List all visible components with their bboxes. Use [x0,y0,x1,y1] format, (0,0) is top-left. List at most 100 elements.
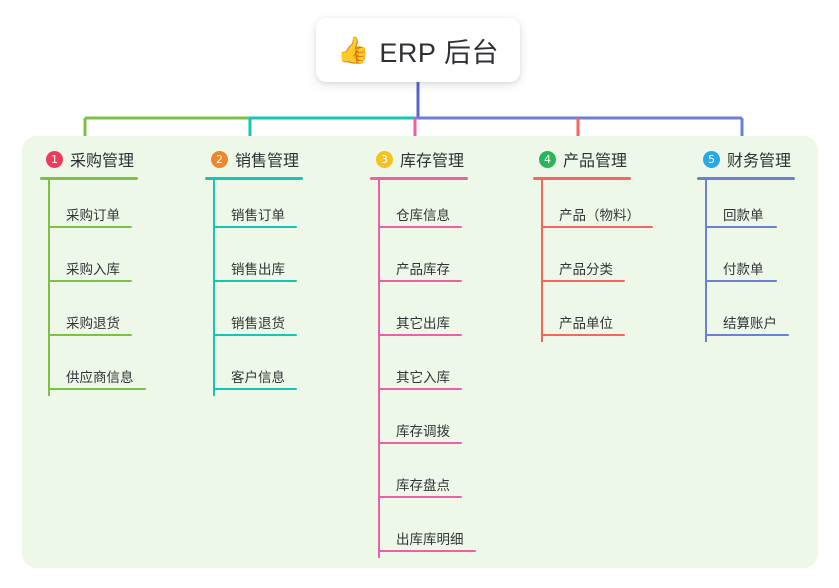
leaf-label: 销售订单 [231,208,285,223]
leaf-label: 其它出库 [396,316,450,331]
leaf-item[interactable]: 其它入库 [370,342,468,396]
branch-title: 销售管理 [235,153,300,170]
branch-header-1[interactable]: 1 采购管理 [40,146,138,172]
leaf-underline [705,226,777,228]
leaf-item[interactable]: 销售出库 [205,234,303,288]
branch-title: 库存管理 [400,153,465,170]
leaf-label: 产品单位 [559,316,613,331]
leaf-item[interactable]: 出库库明细 [370,504,476,558]
leaf-item[interactable]: 产品分类 [533,234,631,288]
leaf-underline [48,280,132,282]
leaf-item[interactable]: 客户信息 [205,342,303,396]
branch-number-badge: 1 [46,150,63,168]
leaf-underline [213,388,297,390]
leaf-label: 产品（物料） [559,208,640,223]
leaf-item[interactable]: 产品单位 [533,288,631,342]
leaf-label: 销售退货 [231,316,285,331]
leaf-list: 仓库信息产品库存其它出库其它入库库存调拨库存盘点出库库明细 [370,180,476,558]
root-title: ERP 后台 [379,37,499,68]
leaf-item[interactable]: 库存盘点 [370,450,468,504]
leaf-item[interactable]: 库存调拨 [370,396,468,450]
leaf-underline [378,550,476,552]
branch-underline [697,177,795,180]
leaf-spine [213,180,215,396]
leaf-label: 产品分类 [559,262,613,277]
branch-column-2[interactable]: 2 销售管理销售订单销售出库销售退货客户信息 [205,146,303,396]
leaf-underline [541,226,653,228]
leaf-label: 采购退货 [66,316,120,331]
leaf-underline [378,496,462,498]
branch-number-badge: 4 [539,150,556,168]
branch-header-4[interactable]: 4 产品管理 [533,146,631,172]
leaf-spine [705,180,707,342]
leaf-underline [213,280,297,282]
branch-header-2[interactable]: 2 销售管理 [205,146,303,172]
leaf-spine [378,180,380,558]
leaf-item[interactable]: 付款单 [697,234,795,288]
leaf-item[interactable]: 供应商信息 [40,342,146,396]
branch-column-1[interactable]: 1 采购管理采购订单采购入库采购退货供应商信息 [40,146,146,396]
branch-column-3[interactable]: 3 库存管理仓库信息产品库存其它出库其它入库库存调拨库存盘点出库库明细 [370,146,476,558]
leaf-underline [378,334,462,336]
leaf-underline [378,442,462,444]
leaf-label: 出库库明细 [396,532,464,547]
branch-underline [370,177,468,180]
leaf-item[interactable]: 销售退货 [205,288,303,342]
leaf-underline [541,280,625,282]
branch-column-4[interactable]: 4 产品管理产品（物料） 产品分类产品单位 [533,146,653,342]
branch-number-badge: 5 [703,150,720,168]
leaf-label: 其它入库 [396,370,450,385]
leaf-label: 客户信息 [231,370,285,385]
leaf-underline [48,388,146,390]
leaf-underline [705,334,789,336]
leaf-label: 仓库信息 [396,208,450,223]
leaf-underline [213,334,297,336]
leaf-label: 库存调拨 [396,424,450,439]
leaf-label: 回款单 [723,208,764,223]
leaf-item[interactable]: 采购退货 [40,288,138,342]
leaf-underline [378,388,462,390]
leaf-label: 结算账户 [723,316,777,331]
leaf-underline [378,226,462,228]
leaf-label: 销售出库 [231,262,285,277]
leaf-label: 采购订单 [66,208,120,223]
leaf-item[interactable]: 采购入库 [40,234,138,288]
root-node[interactable]: 👍 ERP 后台 [316,18,520,82]
branch-underline [533,177,631,180]
leaf-underline [541,334,625,336]
branch-number-badge: 3 [376,150,393,168]
leaf-item[interactable]: 销售订单 [205,180,303,234]
leaf-item[interactable]: 其它出库 [370,288,468,342]
leaf-spine [48,180,50,396]
leaf-list: 产品（物料） 产品分类产品单位 [533,180,653,342]
leaf-list: 销售订单销售出库销售退货客户信息 [205,180,303,396]
leaf-underline [48,226,132,228]
branch-underline [40,177,138,180]
branch-title: 产品管理 [563,153,628,170]
leaf-label: 供应商信息 [66,370,134,385]
leaf-item[interactable]: 产品库存 [370,234,468,288]
leaf-list: 采购订单采购入库采购退货供应商信息 [40,180,146,396]
leaf-item[interactable]: 回款单 [697,180,795,234]
leaf-list: 回款单付款单结算账户 [697,180,795,342]
leaf-label: 产品库存 [396,262,450,277]
branch-title: 采购管理 [70,153,135,170]
leaf-item[interactable]: 产品（物料） [533,180,653,234]
leaf-underline [705,280,777,282]
leaf-item[interactable]: 采购订单 [40,180,138,234]
leaf-item[interactable]: 结算账户 [697,288,795,342]
leaf-underline [48,334,132,336]
leaf-item[interactable]: 仓库信息 [370,180,468,234]
leaf-label: 采购入库 [66,262,120,277]
branch-underline [205,177,303,180]
thumbs-up-icon: 👍 [337,35,370,65]
branch-title: 财务管理 [727,153,792,170]
leaf-spine [541,180,543,342]
branch-column-5[interactable]: 5 财务管理回款单付款单结算账户 [697,146,795,342]
leaf-label: 付款单 [723,262,764,277]
branch-number-badge: 2 [211,150,228,168]
branch-header-3[interactable]: 3 库存管理 [370,146,468,172]
branch-header-5[interactable]: 5 财务管理 [697,146,795,172]
